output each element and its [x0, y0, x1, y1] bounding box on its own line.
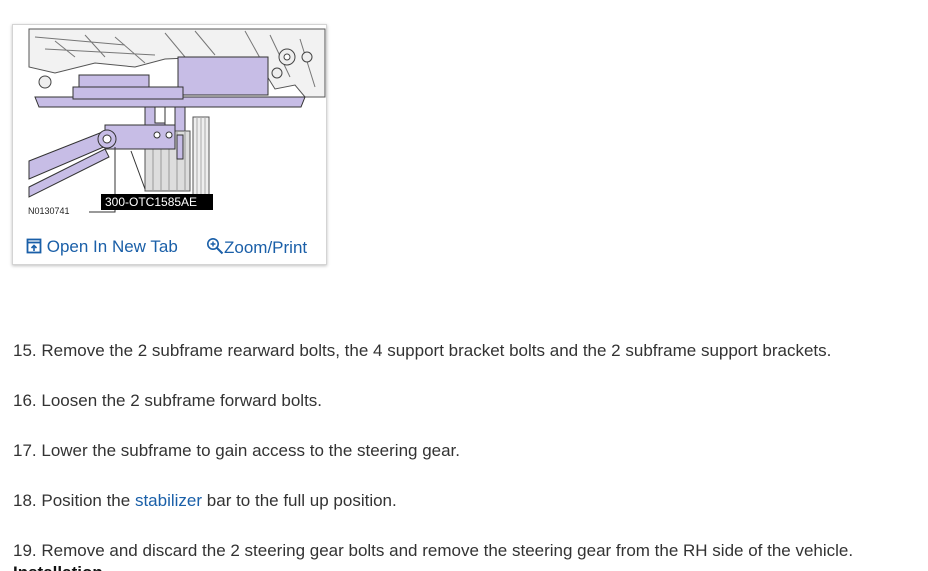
step-text-before: Position the — [41, 491, 131, 510]
step-19: 19. Remove and discard the 2 steering ge… — [13, 540, 853, 562]
stabilizer-link[interactable]: stabilizer — [134, 491, 203, 510]
open-in-new-tab-link[interactable]: Open In New Tab — [26, 237, 178, 257]
open-new-tab-icon — [26, 238, 42, 254]
figure-card: N0130741 300-OTC1585AE Open In New Tab Z… — [12, 24, 327, 265]
zoom-print-label: Zoom/Print — [224, 238, 308, 257]
installation-heading: Installation — [13, 563, 103, 571]
step-text-after: bar to the full up position. — [206, 491, 397, 510]
tool-callout-box — [101, 194, 213, 210]
step-text: Loosen the 2 subframe forward bolts. — [41, 391, 323, 410]
step-text: Lower the subframe to gain access to the… — [41, 441, 461, 460]
tool-callout-label: 300-OTC1585AE — [105, 195, 197, 209]
step-16: 16. Loosen the 2 subframe forward bolts. — [13, 390, 322, 412]
step-number: 15. — [13, 341, 37, 360]
step-text: Remove the 2 subframe rearward bolts, th… — [41, 341, 832, 360]
zoom-icon — [207, 238, 224, 255]
step-15: 15. Remove the 2 subframe rearward bolts… — [13, 340, 831, 362]
step-number: 18. — [13, 491, 37, 510]
figure-actions: Open In New Tab Zoom/Print — [13, 233, 326, 263]
step-17: 17. Lower the subframe to gain access to… — [13, 440, 460, 462]
step-number: 16. — [13, 391, 37, 410]
step-number: 17. — [13, 441, 37, 460]
figure-id: N0130741 — [28, 206, 70, 216]
open-in-new-tab-label: Open In New Tab — [46, 237, 178, 256]
zoom-print-link[interactable]: Zoom/Print — [206, 237, 307, 258]
technical-illustration[interactable]: N0130741 300-OTC1585AE — [15, 27, 326, 230]
step-18: 18. Position the stabilizer bar to the f… — [13, 490, 397, 512]
step-number: 19. — [13, 541, 37, 560]
step-text: Remove and discard the 2 steering gear b… — [41, 541, 854, 560]
